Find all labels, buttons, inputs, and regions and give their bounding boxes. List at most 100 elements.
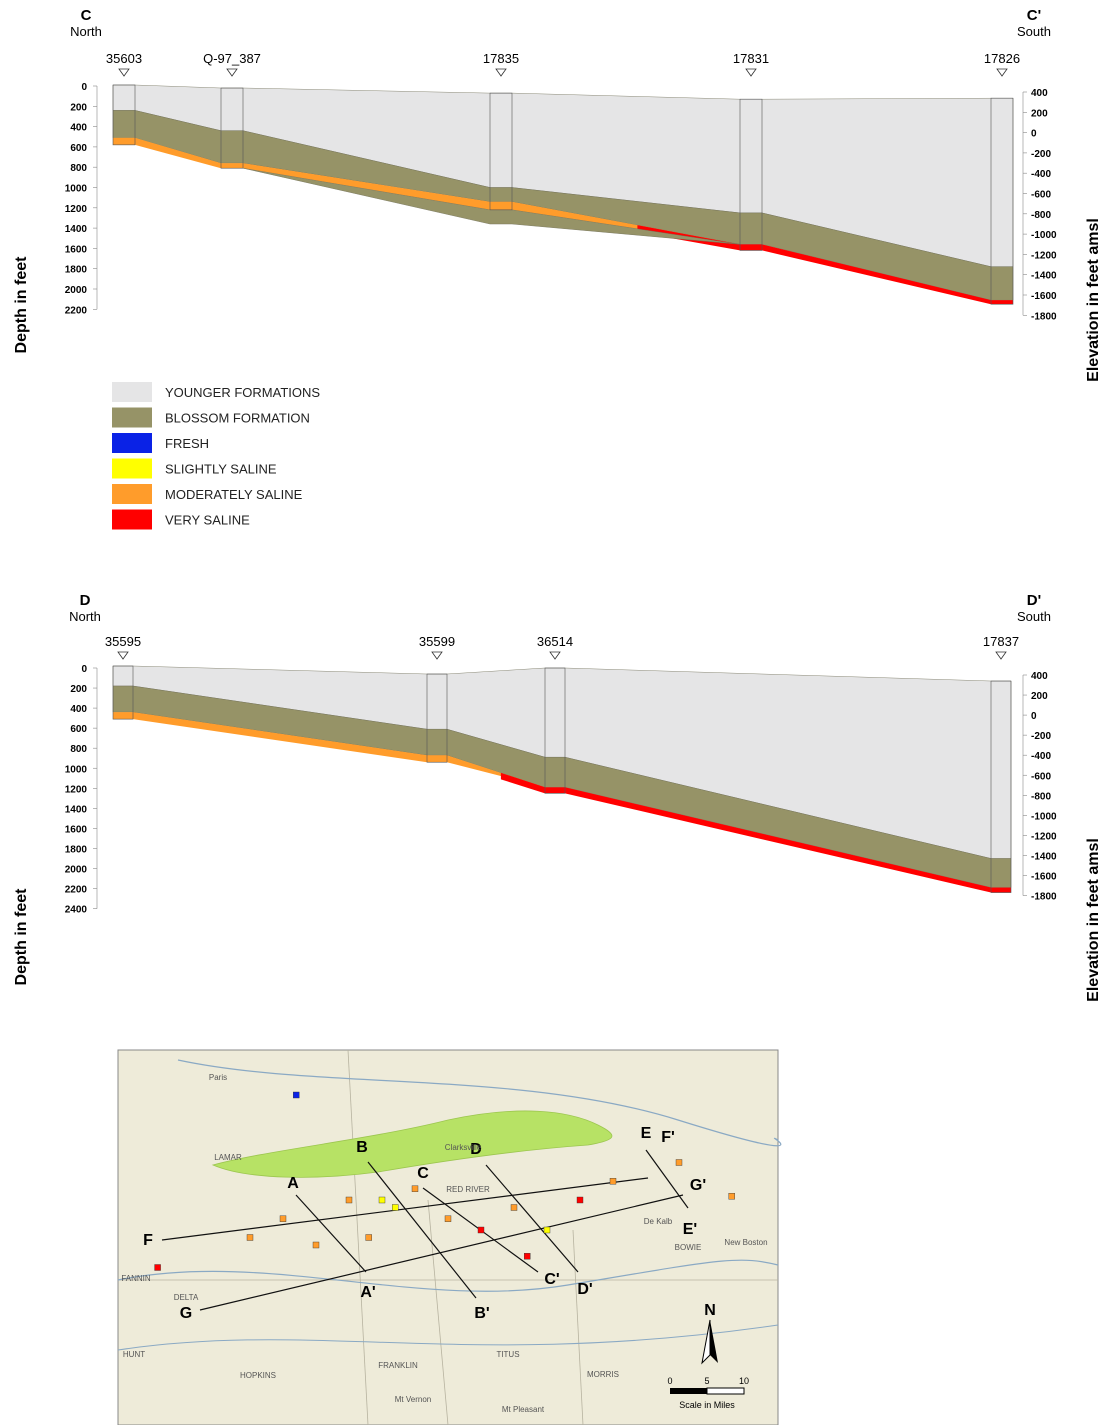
- well-point: [154, 1264, 161, 1271]
- elevation-tick-label: -1600: [1031, 291, 1057, 302]
- depth-tick-label: 200: [70, 684, 87, 695]
- map-place-label: FANNIN: [121, 1274, 151, 1283]
- map-line-label: E': [683, 1221, 697, 1238]
- county-boundary: [427, 1199, 449, 1425]
- elevation-tick-label: -800: [1031, 210, 1051, 221]
- well-point: [675, 1159, 683, 1166]
- saline-zone-very-saline: [762, 244, 991, 305]
- map-line-label: A': [360, 1284, 375, 1301]
- county-boundary: [347, 1049, 369, 1425]
- well-point: [728, 1193, 735, 1200]
- scale-tick-label: 0: [667, 1376, 672, 1386]
- depth-tick-label: 2000: [65, 865, 88, 876]
- depth-tick-label: 2200: [65, 305, 88, 316]
- depth-tick-label: 600: [70, 724, 87, 735]
- legend-label-blossom: BLOSSOM FORMATION: [165, 411, 310, 426]
- depth-tick-label: 1600: [65, 244, 88, 255]
- elevation-tick-label: -1600: [1031, 872, 1057, 883]
- map-place-label: MORRIS: [587, 1370, 619, 1379]
- map-line-label: D': [577, 1281, 592, 1298]
- legend-swatch-very-saline: [112, 509, 152, 530]
- river: [117, 1324, 779, 1351]
- depth-axis-title: Depth in feet: [13, 888, 30, 986]
- well-point: [378, 1196, 386, 1204]
- map-place-label: Paris: [209, 1073, 227, 1082]
- depth-tick-label: 2400: [65, 905, 88, 916]
- well-point: [411, 1185, 419, 1192]
- section-end-letter: C': [1027, 7, 1041, 24]
- scale-tick-label: 10: [739, 1376, 749, 1386]
- saline-zone-moderately-saline: [243, 163, 490, 210]
- younger-formations-layer: [112, 84, 1014, 267]
- scale-tick-label: 5: [704, 1376, 709, 1386]
- scale-caption: Scale in Miles: [679, 1400, 735, 1410]
- well-label: 35599: [419, 634, 455, 649]
- well-column: [990, 97, 1014, 305]
- map-place-label: BOWIE: [675, 1243, 702, 1252]
- well-column: [544, 667, 566, 794]
- map-line-label: F: [143, 1232, 153, 1249]
- well-point: [365, 1234, 372, 1241]
- elevation-tick-label: -400: [1031, 751, 1051, 762]
- red-river: [177, 1059, 782, 1147]
- north-label: N: [704, 1302, 716, 1319]
- legend-swatch-moderately-saline: [112, 484, 152, 504]
- elevation-tick-label: 200: [1031, 691, 1048, 702]
- map-place-label: Mt Pleasant: [502, 1405, 545, 1414]
- well-column: [112, 665, 134, 720]
- map-line-label: G: [180, 1305, 192, 1322]
- legend-label-very-saline: VERY SALINE: [165, 513, 250, 528]
- saline-zone-moderately-saline: [447, 755, 545, 788]
- well-marker-icon: [745, 68, 757, 77]
- depth-tick-label: 1200: [65, 204, 88, 215]
- map-background: [117, 1049, 779, 1425]
- elevation-tick-label: -600: [1031, 771, 1051, 782]
- map-line-label: E: [641, 1125, 652, 1142]
- scale-bar-segment: [670, 1388, 707, 1394]
- map-line-label: B: [356, 1139, 368, 1156]
- well-marker-icon: [995, 651, 1007, 660]
- cross-section-line: [645, 1149, 689, 1209]
- legend-label-fresh: FRESH: [165, 436, 209, 451]
- section-end-letter: D': [1027, 592, 1041, 609]
- depth-tick-label: 1400: [65, 804, 88, 815]
- elevation-tick-label: -600: [1031, 190, 1051, 201]
- well-marker-icon: [431, 651, 443, 660]
- well-zone-moderately-saline: [427, 755, 447, 763]
- depth-tick-label: 200: [70, 102, 87, 113]
- well-marker-icon: [996, 68, 1008, 77]
- map-place-label: New Boston: [724, 1238, 767, 1247]
- well-zone-very-saline: [740, 244, 762, 251]
- well-point: [477, 1226, 485, 1234]
- depth-tick-label: 2000: [65, 285, 88, 296]
- elevation-tick-label: -400: [1031, 169, 1051, 180]
- elevation-tick-label: -1400: [1031, 851, 1057, 862]
- elevation-tick-label: -1800: [1031, 311, 1057, 322]
- map-line-label: G': [690, 1177, 706, 1194]
- depth-tick-label: 1000: [65, 764, 88, 775]
- map-place-label: Mt Vernon: [395, 1395, 431, 1404]
- well-point: [543, 1226, 551, 1234]
- well-marker-icon: [117, 651, 129, 660]
- elevation-tick-label: 0: [1031, 129, 1037, 140]
- well-label: 17835: [483, 51, 519, 66]
- depth-tick-label: 800: [70, 744, 87, 755]
- well-point: [293, 1091, 300, 1099]
- depth-tick-label: 1600: [65, 824, 88, 835]
- elevation-tick-label: 200: [1031, 108, 1048, 119]
- north-arrow-icon: [710, 1320, 718, 1363]
- elevation-tick-label: 400: [1031, 88, 1048, 99]
- well-marker-icon: [226, 68, 238, 77]
- well-column: [990, 680, 1012, 893]
- elevation-axis-title: Elevation in feet amsl: [1085, 218, 1102, 382]
- well-zone-moderately-saline: [490, 201, 512, 210]
- elevation-tick-label: -1800: [1031, 892, 1057, 903]
- legend-label-slightly-saline: SLIGHTLY SALINE: [165, 462, 277, 477]
- well-point: [312, 1241, 320, 1249]
- county-boundary: [572, 1229, 584, 1425]
- map-line-label: C: [417, 1165, 429, 1182]
- depth-tick-label: 1200: [65, 784, 88, 795]
- blossom-outcrop: [211, 1110, 613, 1178]
- well-zone-very-saline: [991, 300, 1013, 305]
